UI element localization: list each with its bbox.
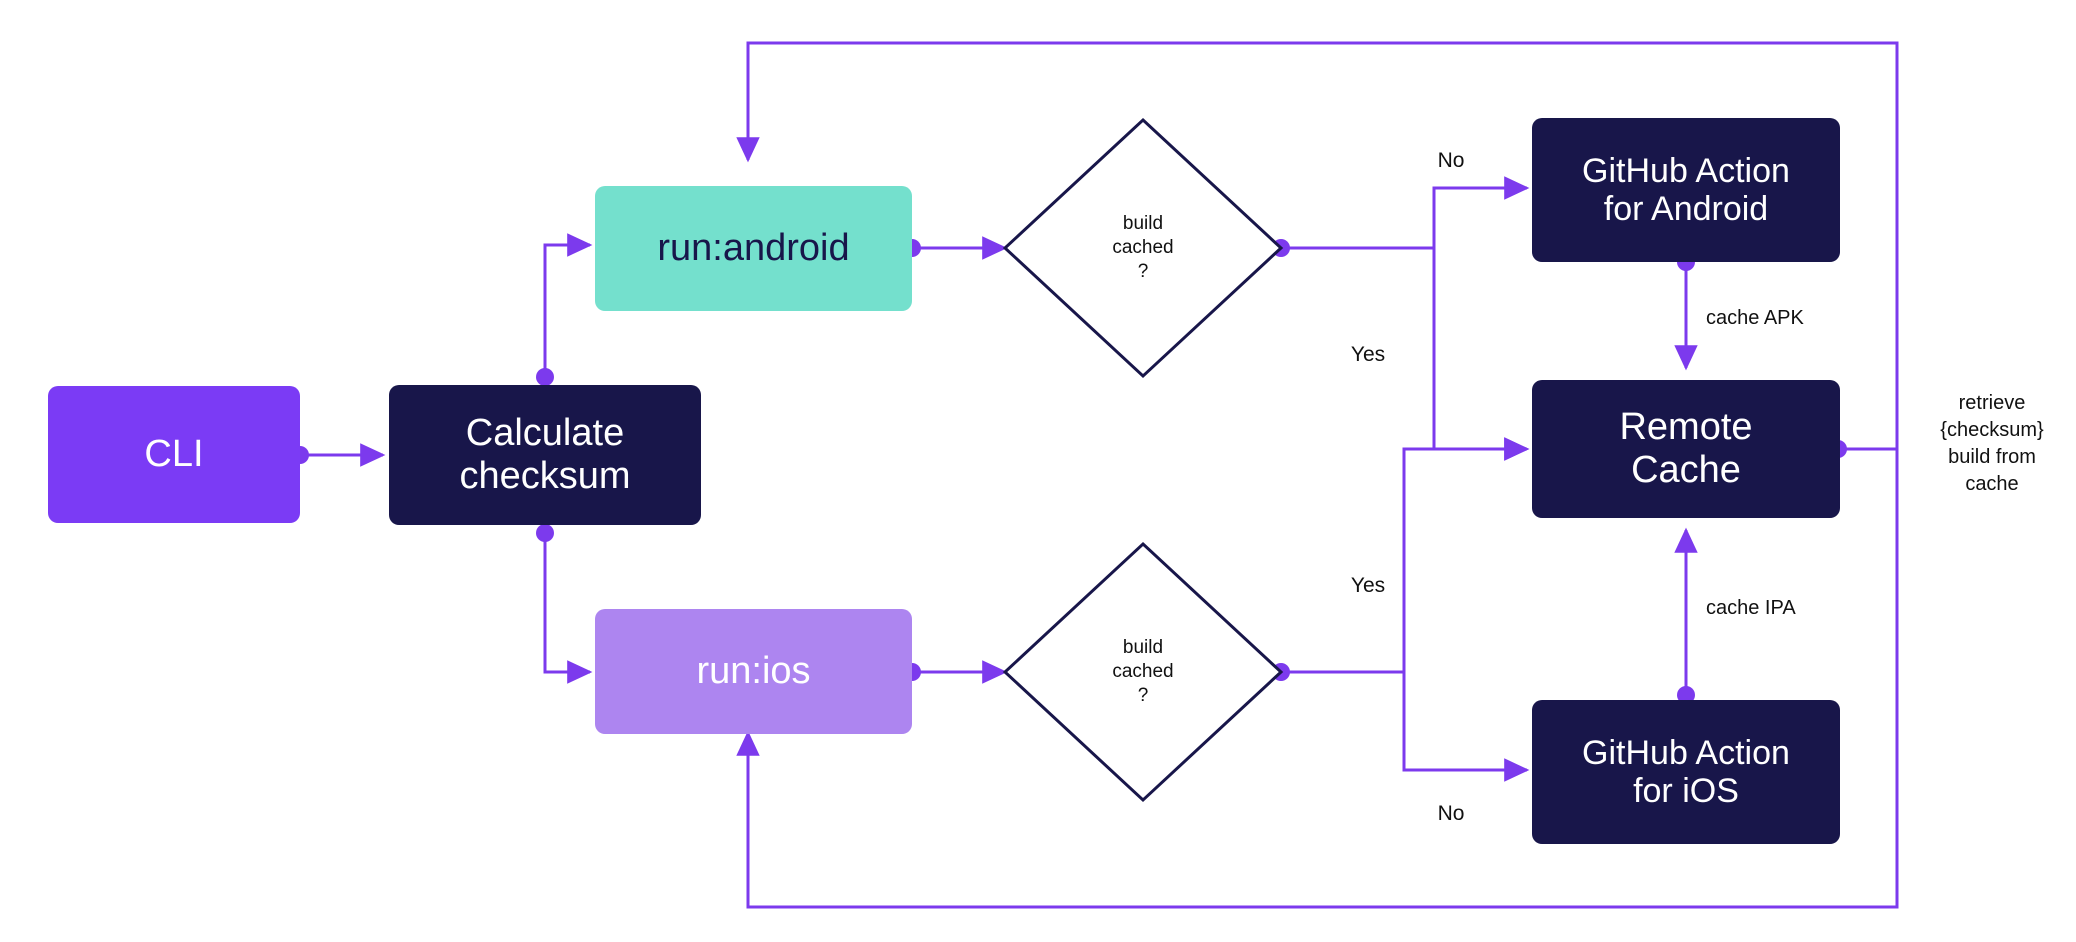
edge-ios-no-to-gh-action [1402, 672, 1530, 782]
edge-checksum-to-run-android [543, 233, 593, 377]
edge-android-no-to-gh-action [1281, 176, 1530, 250]
node-cli[interactable]: CLI [48, 386, 300, 523]
node-github-action-android[interactable]: GitHub Action for Android [1532, 118, 1840, 262]
edge-checksum-to-run-ios [543, 533, 593, 684]
edge-android-yes-to-remote-cache [1432, 248, 1530, 461]
dot-checksum-bottom [536, 524, 554, 542]
node-run-android[interactable]: run:android [595, 186, 912, 311]
decision-android-diamond [1002, 117, 1284, 379]
dot-checksum-top [536, 368, 554, 386]
dot-gh-ios-out [1677, 686, 1695, 704]
node-github-action-ios[interactable]: GitHub Action for iOS [1532, 700, 1840, 844]
node-run-ios[interactable]: run:ios [595, 609, 912, 734]
node-calculate-checksum[interactable]: Calculate checksum [389, 385, 701, 525]
edge-ios-yes-to-remote-cache [1281, 437, 1530, 674]
decision-shapes [1002, 117, 1284, 803]
edge-remote-cache-to-run-android [736, 41, 1899, 451]
node-remote-cache[interactable]: Remote Cache [1532, 380, 1840, 518]
edge-remote-cache-to-run-ios [736, 449, 1899, 909]
decision-ios-diamond [1002, 541, 1284, 803]
